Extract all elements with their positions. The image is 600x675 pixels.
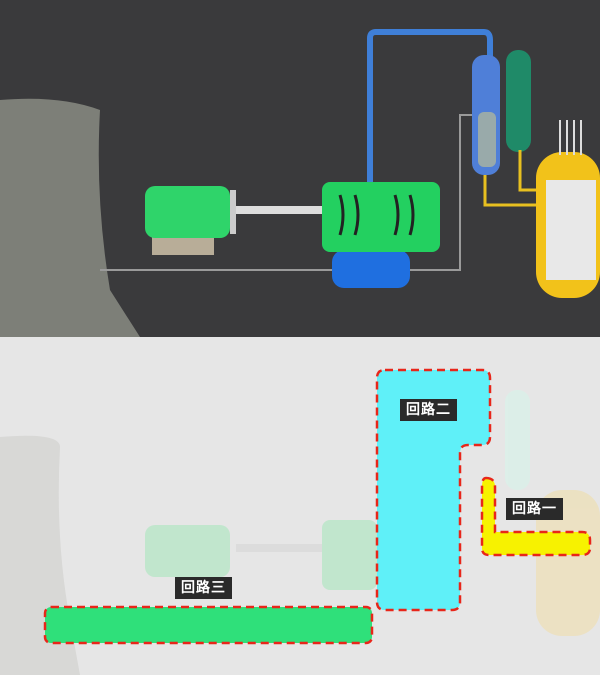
cooling-tower (0, 98, 140, 337)
loop-three-label: 回路三 (175, 577, 232, 599)
steam-pipe (367, 29, 493, 255)
plant-scene (0, 0, 600, 337)
shaft (236, 206, 336, 214)
loop-three-region (43, 605, 374, 645)
loop-one-region (480, 476, 592, 557)
loop-two-region (375, 368, 492, 612)
condenser (332, 250, 410, 288)
generator-base (152, 233, 214, 255)
loop-two-label: 回路二 (400, 399, 457, 421)
cooling-pipe (100, 114, 478, 271)
turbine (322, 182, 440, 252)
generator (145, 186, 230, 238)
loop-one-label: 回路一 (506, 498, 563, 520)
pressurizer (506, 50, 531, 152)
